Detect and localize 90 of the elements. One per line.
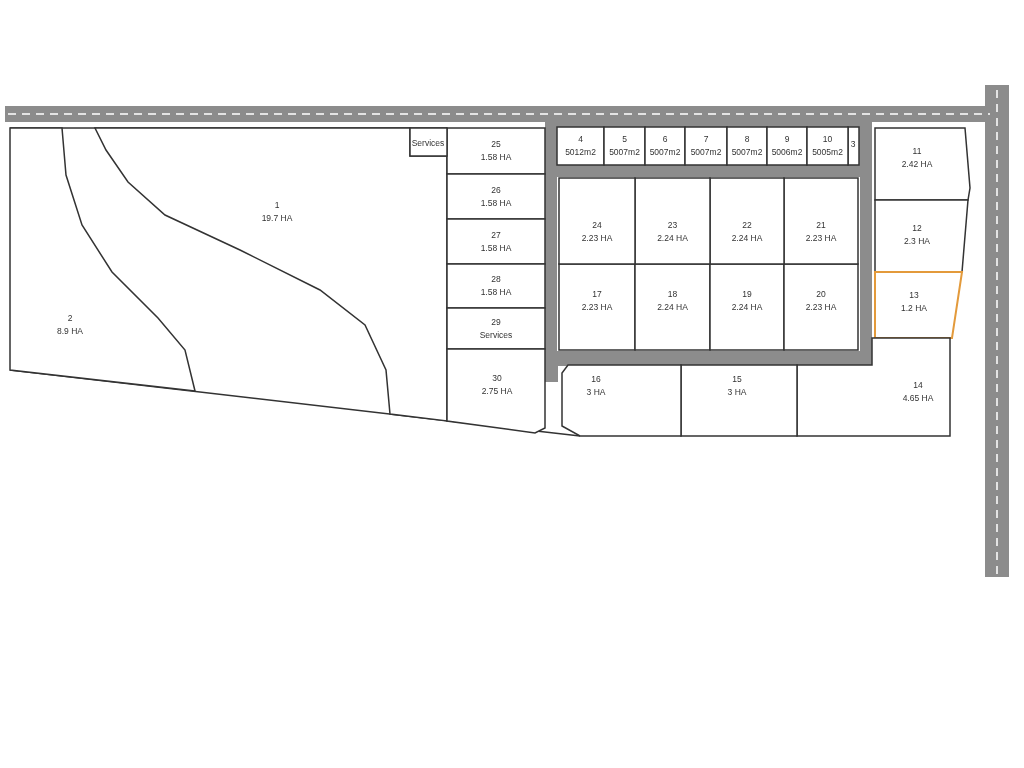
land-lot (875, 128, 970, 200)
land-lot (557, 127, 604, 165)
lot-number: 11 (911, 145, 923, 158)
lot-area: 2.24 HA (657, 232, 688, 245)
lot-number: 23 (666, 219, 679, 232)
lot-number: 17 (591, 288, 603, 301)
lot-number: 6 (661, 133, 669, 146)
lot-area: 2.23 HA (805, 232, 837, 245)
land-lot (447, 128, 545, 174)
lot-area: 1.58 HA (480, 286, 512, 299)
lot-number: 21 (815, 219, 827, 232)
land-lot (767, 127, 807, 165)
lot-area: 2.24 HA (657, 301, 688, 314)
land-lot (559, 178, 635, 264)
lot-number: 16 (590, 373, 602, 386)
lot-area: 5006m2 (771, 146, 803, 159)
lot-area: 1.2 HA (901, 302, 927, 315)
lot-number: 13 (908, 289, 920, 302)
land-lot (727, 127, 767, 165)
lot-area: 5007m2 (649, 146, 681, 159)
land-lot (784, 264, 858, 350)
lot-number: 1 (273, 199, 281, 212)
lot-area: 8.9 HA (57, 325, 83, 338)
land-lot (681, 365, 797, 436)
land-lot (710, 264, 784, 350)
lot-area: 5005m2 (812, 146, 843, 159)
land-lot (635, 264, 710, 350)
lot-number: 29 (490, 315, 502, 329)
lot-area: 2.23 HA (581, 232, 613, 245)
lot-area: 1.58 HA (480, 151, 512, 164)
lot-area: 4.65 HA (902, 392, 934, 405)
land-lot (10, 128, 195, 391)
land-lot (447, 219, 545, 264)
lot-area: 19.7 HA (261, 212, 293, 225)
lot-number: 10 (821, 133, 834, 146)
lot-area: 1.58 HA (480, 196, 512, 210)
land-lot (875, 200, 968, 272)
lot-number: 22 (741, 219, 753, 232)
lot-area: 2.42 HA (901, 158, 933, 171)
land-lot (95, 128, 447, 421)
land-lot (710, 178, 784, 264)
land-lot (604, 127, 645, 165)
land-lot (645, 127, 685, 165)
lot-area: 1.58 HA (480, 241, 512, 255)
land-lot (685, 127, 727, 165)
lot-area: 2.24 HA (731, 232, 763, 245)
land-lot (784, 178, 858, 264)
lot-number: 20 (815, 288, 827, 301)
lot-number: 27 (490, 228, 502, 242)
lot-number: 19 (741, 288, 753, 301)
lot-area: 5012m2 (565, 146, 596, 159)
services-box (410, 128, 447, 156)
lot-number: 7 (702, 133, 710, 146)
lot-area: 2.75 HA (481, 385, 513, 398)
lot-area: 5007m2 (690, 146, 722, 159)
services-label: Services (411, 136, 445, 150)
land-lot (559, 264, 635, 350)
lot-number: 15 (731, 373, 743, 386)
lot-area: 3 HA (586, 386, 606, 399)
lot-area: 5007m2 (609, 146, 640, 159)
lot-area: 2.3 HA (904, 235, 930, 248)
lot-number: 5 (621, 133, 628, 146)
lot-number: 30 (491, 372, 503, 385)
services-label: Services (479, 328, 513, 342)
lot-number: 2 (66, 312, 74, 325)
lot-number: 25 (490, 138, 502, 151)
land-lot (447, 264, 545, 308)
land-lot (875, 272, 962, 338)
lot-number: 24 (591, 219, 603, 232)
land-lot (562, 365, 681, 436)
lot-area: 3 HA (727, 386, 747, 399)
lot-number: 26 (490, 183, 502, 197)
lot-number: 8 (743, 133, 751, 146)
lot-area: 2.23 HA (581, 301, 613, 314)
lot-area: 2.23 HA (805, 301, 837, 314)
lot-number: 3 (850, 137, 856, 151)
lot-number: 12 (911, 222, 923, 235)
land-lot (635, 178, 710, 264)
lot-number: 18 (666, 288, 679, 301)
lot-area: 5007m2 (731, 146, 763, 159)
lot-number: 28 (490, 273, 502, 286)
lot-number: 4 (577, 133, 584, 146)
lot-number: 9 (783, 133, 791, 146)
land-lot (447, 349, 545, 433)
land-lot (797, 338, 950, 436)
land-lot (447, 308, 545, 349)
lot-area: 2.24 HA (731, 301, 763, 314)
land-lot (447, 174, 545, 219)
land-lot (807, 127, 848, 165)
lot-number: 14 (912, 379, 924, 392)
